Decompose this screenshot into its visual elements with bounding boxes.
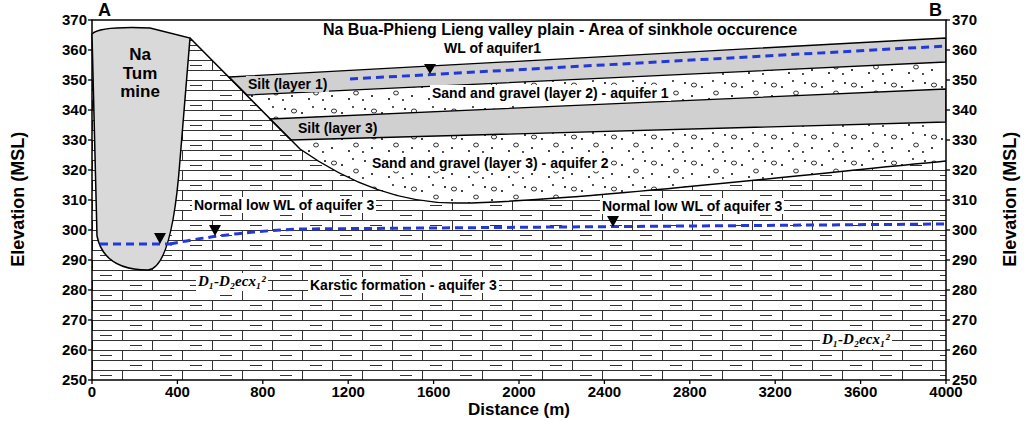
tick-mark bbox=[88, 229, 92, 230]
tick-label: 3600 bbox=[844, 383, 877, 400]
tick-label: 4000 bbox=[929, 383, 962, 400]
tick-label: 270 bbox=[952, 311, 977, 328]
tick-mark bbox=[946, 19, 950, 20]
section-end: A bbox=[96, 0, 113, 20]
layer-label: Sand and gravel (layer 2) - aquifer 1 bbox=[430, 85, 671, 101]
tick-mark bbox=[946, 109, 950, 110]
tick-label: 260 bbox=[952, 341, 977, 358]
tick-mark bbox=[88, 199, 92, 200]
tick-label: 400 bbox=[165, 383, 190, 400]
layer-label: Karstic formation - aquifer 3 bbox=[308, 277, 499, 293]
tick-label: 270 bbox=[62, 311, 87, 328]
tick-label: 350 bbox=[952, 71, 977, 88]
layer-label: Silt (layer 3) bbox=[296, 120, 379, 136]
section-end: B bbox=[927, 0, 944, 20]
tick-label: 250 bbox=[62, 371, 87, 388]
tick-mark bbox=[88, 319, 92, 320]
tick-label: 330 bbox=[62, 131, 87, 148]
tick-label: 320 bbox=[62, 161, 87, 178]
tick-mark bbox=[946, 79, 950, 80]
axis-title: Elevation (MSL) bbox=[8, 129, 29, 268]
mine-pit: Na Tum mine bbox=[92, 26, 192, 274]
tick-label: 290 bbox=[952, 251, 977, 268]
formation-code: D₁-D₂ecx₁² bbox=[196, 273, 268, 290]
tick-label: 370 bbox=[952, 11, 977, 28]
tick-label: 2400 bbox=[588, 383, 621, 400]
water-level-label: WL of aquifer1 bbox=[442, 40, 543, 56]
tick-label: 360 bbox=[952, 41, 977, 58]
tick-label: 800 bbox=[250, 383, 275, 400]
tick-mark bbox=[88, 79, 92, 80]
tick-label: 330 bbox=[952, 131, 977, 148]
tick-label: 260 bbox=[62, 341, 87, 358]
tick-mark bbox=[946, 259, 950, 260]
tick-label: 290 bbox=[62, 251, 87, 268]
tick-label: 1200 bbox=[332, 383, 365, 400]
tick-label: 350 bbox=[62, 71, 87, 88]
tick-label: 340 bbox=[62, 101, 87, 118]
tick-mark bbox=[88, 169, 92, 170]
formation-code: D₁-D₂ecx₁² bbox=[820, 331, 892, 348]
tick-label: 310 bbox=[62, 191, 87, 208]
tick-label: 280 bbox=[952, 281, 977, 298]
layer-label: Silt (layer 1) bbox=[246, 76, 329, 92]
tick-mark bbox=[946, 229, 950, 230]
tick-mark bbox=[946, 169, 950, 170]
tick-label: 340 bbox=[952, 101, 977, 118]
tick-label: 300 bbox=[952, 221, 977, 238]
tick-mark bbox=[88, 259, 92, 260]
tick-label: 2800 bbox=[673, 383, 706, 400]
tick-mark bbox=[946, 319, 950, 320]
tick-mark bbox=[946, 349, 950, 350]
tick-mark bbox=[946, 139, 950, 140]
tick-label: 1600 bbox=[417, 383, 450, 400]
water-level-label: Normal low WL of aquifer 3 bbox=[192, 197, 376, 213]
tick-label: 320 bbox=[952, 161, 977, 178]
tick-label: 280 bbox=[62, 281, 87, 298]
tick-mark bbox=[946, 289, 950, 290]
tick-mark bbox=[88, 349, 92, 350]
tick-mark bbox=[88, 109, 92, 110]
tick-mark bbox=[88, 49, 92, 50]
tick-label: 3200 bbox=[759, 383, 792, 400]
tick-mark bbox=[946, 199, 950, 200]
tick-label: 310 bbox=[952, 191, 977, 208]
tick-label: 2000 bbox=[502, 383, 535, 400]
water-level-label: Normal low WL of aquifer 3 bbox=[600, 198, 784, 214]
axis-title: Elevation (MSL) bbox=[1001, 129, 1022, 268]
tick-label: 0 bbox=[88, 383, 96, 400]
tick-mark bbox=[88, 139, 92, 140]
layer-label: Sand and gravel (layer 3) - aquifer 2 bbox=[370, 155, 611, 171]
tick-mark bbox=[88, 19, 92, 20]
axis-title: Distance (m) bbox=[466, 400, 572, 420]
tick-label: 360 bbox=[62, 41, 87, 58]
tick-mark bbox=[88, 289, 92, 290]
tick-label: 370 bbox=[62, 11, 87, 28]
tick-label: 300 bbox=[62, 221, 87, 238]
chart-title: Na Bua-Phieng Lieng valley plain - Area … bbox=[321, 21, 799, 39]
mine-name: Na Tum mine bbox=[113, 46, 167, 102]
tick-mark bbox=[946, 49, 950, 50]
